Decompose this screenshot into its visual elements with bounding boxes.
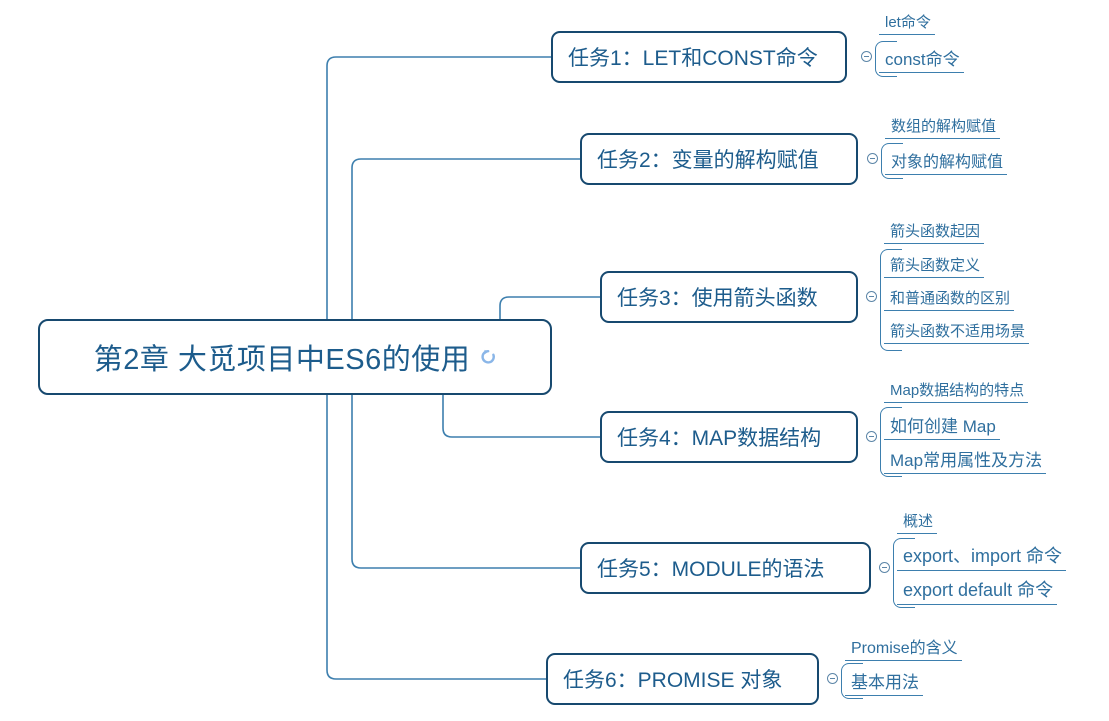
leaf-item-4-2[interactable]: 如何创建 Map <box>884 412 1000 440</box>
branch-node-3[interactable]: 任务3：使用箭头函数 <box>600 271 858 323</box>
leaf-item-2-1[interactable]: 数组的解构赋值 <box>885 115 1001 139</box>
leaf-item-5-3[interactable]: export default 命令 <box>897 576 1058 605</box>
leaf-item-4-3[interactable]: Map常用属性及方法 <box>884 446 1047 474</box>
leaf-item-3-2[interactable]: 箭头函数定义 <box>884 254 985 278</box>
branch-label-2: 任务2：变量的解构赋值 <box>597 149 819 172</box>
leaf-item-4-1[interactable]: Map数据结构的特点 <box>884 379 1029 403</box>
leaf-item-6-2[interactable]: 基本用法 <box>845 668 923 696</box>
collapse-toggle-3[interactable] <box>866 291 877 302</box>
leaf-item-5-1[interactable]: 概述 <box>897 510 938 534</box>
branch-label-3: 任务3：使用箭头函数 <box>617 287 818 310</box>
leaf-item-3-3[interactable]: 和普通函数的区别 <box>884 287 1015 311</box>
leaf-item-1-2[interactable]: const命令 <box>879 45 964 73</box>
child-bracket-2 <box>881 143 903 179</box>
root-node[interactable]: 第2章 大觅项目中ES6的使用 <box>38 319 552 395</box>
branch-label-6: 任务6：PROMISE 对象 <box>563 669 783 692</box>
child-bracket-4 <box>880 407 902 477</box>
root-title: 第2章 大觅项目中ES6的使用 <box>93 344 471 376</box>
branch-label-4: 任务4：MAP数据结构 <box>617 427 822 450</box>
leaf-item-3-1[interactable]: 箭头函数起因 <box>884 220 985 244</box>
collapse-toggle-5[interactable] <box>879 562 890 573</box>
collapse-toggle-1[interactable] <box>861 51 872 62</box>
child-bracket-6 <box>841 663 863 699</box>
branch-node-4[interactable]: 任务4：MAP数据结构 <box>600 411 858 463</box>
collapse-toggle-4[interactable] <box>866 431 877 442</box>
branch-node-2[interactable]: 任务2：变量的解构赋值 <box>580 133 858 185</box>
child-bracket-5 <box>893 538 915 608</box>
leaf-item-1-1[interactable]: let命令 <box>879 11 935 35</box>
leaf-item-3-4[interactable]: 箭头函数不适用场景 <box>884 320 1030 344</box>
branch-label-1: 任务1：LET和CONST命令 <box>568 47 818 70</box>
leaf-item-2-2[interactable]: 对象的解构赋值 <box>885 148 1008 175</box>
collapse-toggle-6[interactable] <box>827 673 838 684</box>
collapse-toggle-2[interactable] <box>867 153 878 164</box>
branch-node-6[interactable]: 任务6：PROMISE 对象 <box>546 653 819 705</box>
branch-label-5: 任务5：MODULE的语法 <box>597 558 825 581</box>
child-bracket-3 <box>880 249 902 351</box>
branch-node-5[interactable]: 任务5：MODULE的语法 <box>580 542 871 594</box>
leaf-item-6-1[interactable]: Promise的含义 <box>845 634 962 661</box>
leaf-item-5-2[interactable]: export、import 命令 <box>897 542 1067 571</box>
child-bracket-1 <box>875 41 897 77</box>
branch-node-1[interactable]: 任务1：LET和CONST命令 <box>551 31 847 83</box>
refresh-icon[interactable] <box>479 349 496 366</box>
